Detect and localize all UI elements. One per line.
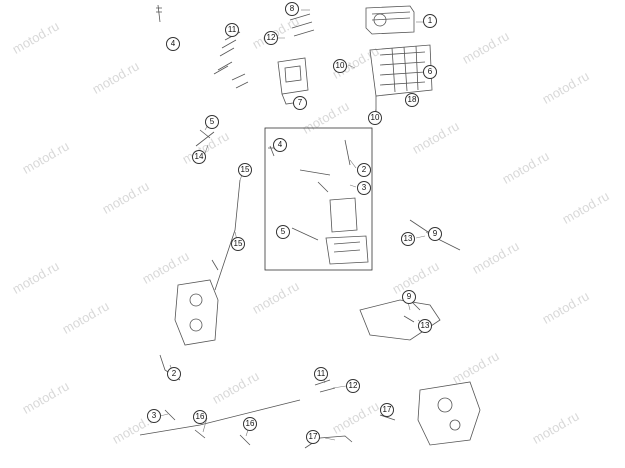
callout-17: 17 — [380, 403, 394, 417]
callout-16: 16 — [243, 417, 257, 431]
callout-2: 2 — [357, 163, 371, 177]
callout-13: 13 — [418, 319, 432, 333]
callout-12: 12 — [264, 31, 278, 45]
callout-10: 10 — [333, 59, 347, 73]
brake-line-fitting — [314, 379, 336, 393]
leader-line — [347, 64, 356, 69]
brake-line-fitting — [195, 129, 215, 147]
callout-15: 15 — [238, 163, 252, 177]
callout-18: 18 — [405, 93, 419, 107]
callout-11: 11 — [225, 23, 239, 37]
leader-line — [415, 235, 426, 239]
brake-line-fitting — [289, 13, 315, 37]
brake-line — [409, 219, 461, 251]
callout-5: 5 — [205, 115, 219, 129]
leader-line — [159, 413, 169, 417]
callout-9: 9 — [428, 227, 442, 241]
brake-line-fitting — [291, 227, 319, 241]
brake-caliper — [174, 279, 219, 346]
banjo-bolt — [231, 73, 249, 89]
banjo-bolt — [194, 429, 206, 439]
callout-9: 9 — [402, 290, 416, 304]
leader-line — [202, 417, 208, 433]
callout-7: 7 — [293, 96, 307, 110]
callout-13: 13 — [401, 232, 415, 246]
callout-11: 11 — [314, 367, 328, 381]
callout-1: 1 — [423, 14, 437, 28]
callout-16: 16 — [193, 410, 207, 424]
abs-modulator — [325, 197, 369, 265]
rear-brake-caliper — [417, 381, 481, 446]
banjo-bolt — [239, 434, 251, 446]
bleeder — [211, 259, 219, 271]
callout-3: 3 — [147, 409, 161, 423]
callout-8: 8 — [285, 2, 299, 16]
callout-4: 4 — [273, 138, 287, 152]
callout-14: 14 — [192, 150, 206, 164]
callout-3: 3 — [357, 181, 371, 195]
banjo-bolt — [213, 61, 233, 75]
callout-5: 5 — [276, 225, 290, 239]
abs-unit — [365, 5, 415, 35]
callout-2: 2 — [167, 367, 181, 381]
callout-4: 4 — [166, 37, 180, 51]
leader-line — [349, 184, 357, 188]
leader-line — [332, 385, 347, 389]
callout-15: 15 — [231, 237, 245, 251]
brake-line — [344, 139, 351, 166]
leader-line — [324, 437, 336, 441]
callout-10: 10 — [368, 111, 382, 125]
bolt — [156, 4, 162, 23]
detail-frame — [264, 127, 373, 271]
leader-line — [349, 159, 357, 169]
brake-line — [139, 399, 301, 436]
abs-bracket — [369, 44, 433, 97]
callout-12: 12 — [346, 379, 360, 393]
callout-6: 6 — [423, 65, 437, 79]
brake-line-fitting — [299, 169, 331, 193]
banjo-bolt — [164, 409, 176, 421]
rear-master-cylinder — [359, 299, 441, 341]
brake-line — [214, 179, 241, 291]
callout-17: 17 — [306, 430, 320, 444]
